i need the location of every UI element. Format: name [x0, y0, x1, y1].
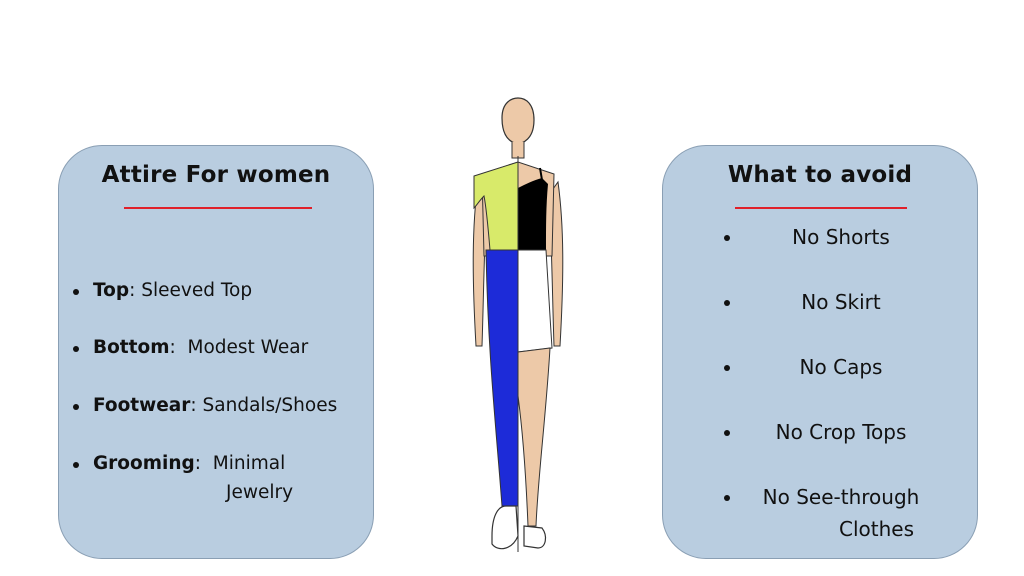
attire-value: Sandals/Shoes: [196, 395, 338, 416]
bullet: [73, 346, 79, 352]
figure-right-leg: [517, 347, 551, 527]
figure-neck: [511, 142, 525, 159]
avoid-title-underline: [735, 207, 907, 209]
fashion-figure-illustration: [472, 97, 564, 552]
avoid-item-label: No See-through: [762, 485, 920, 509]
attire-card: Attire For women Top: Sleeved Top Bottom…: [58, 145, 374, 559]
bullet: [724, 365, 730, 371]
bullet: [73, 289, 79, 295]
figure-bottom-left-half: [485, 249, 519, 507]
bullet: [73, 404, 79, 410]
figure-top-right-half: [518, 178, 548, 250]
avoid-item-label: No Skirt: [801, 290, 881, 314]
attire-key: Footwear: [93, 395, 191, 416]
attire-key: Bottom: [93, 337, 170, 358]
attire-title-underline: [124, 207, 312, 209]
attire-value-continued: Jewelry: [226, 482, 294, 503]
avoid-item-label: No Caps: [799, 355, 883, 379]
figure-bottom-right-half: [517, 249, 553, 353]
figure-right-shoe: [523, 525, 547, 549]
bullet: [724, 300, 730, 306]
attire-title: Attire For women: [101, 162, 331, 188]
attire-key: Top: [93, 280, 130, 301]
avoid-item-label-continued: Clothes: [839, 517, 914, 541]
bullet: [724, 235, 730, 241]
attire-value: Minimal: [201, 453, 286, 474]
figure-left-shoe: [491, 505, 519, 550]
attire-value: Sleeved Top: [135, 280, 253, 301]
avoid-item-label: No Shorts: [792, 225, 890, 249]
bullet: [724, 430, 730, 436]
avoid-card: What to avoid No Shorts No Skirt No Caps…: [662, 145, 978, 559]
figure-strap: [539, 167, 543, 181]
attire-value: Modest Wear: [175, 337, 309, 358]
bullet: [73, 462, 79, 468]
figure-head: [501, 97, 535, 145]
avoid-item-label: No Crop Tops: [775, 420, 907, 444]
avoid-title: What to avoid: [727, 162, 913, 188]
bullet: [724, 495, 730, 501]
attire-key: Grooming: [93, 453, 195, 474]
